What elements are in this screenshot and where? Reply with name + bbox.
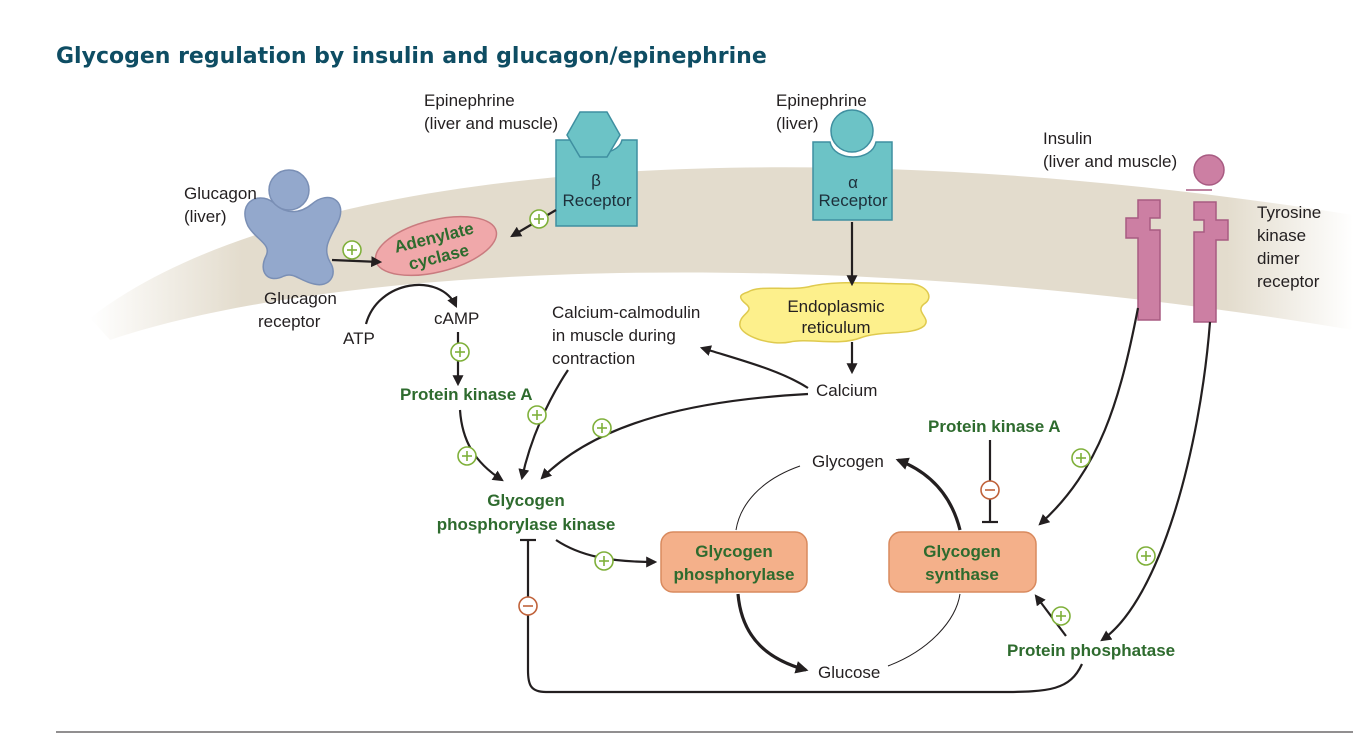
activation-marker bbox=[457, 446, 477, 466]
tyrosine-label-2: kinase bbox=[1257, 226, 1306, 245]
er-label-2: reticulum bbox=[802, 318, 871, 337]
inhibition-marker bbox=[518, 596, 538, 616]
atp-label: ATP bbox=[343, 329, 375, 348]
glucagon-receptor-label-1: Glucagon bbox=[264, 289, 337, 308]
activation-marker bbox=[450, 342, 470, 362]
glycogen-synthase-label-2: synthase bbox=[925, 565, 999, 584]
insulin-receptor-shape bbox=[1125, 154, 1229, 323]
calcium-calmodulin-label-2: in muscle during bbox=[552, 326, 676, 345]
tyrosine-label-3: dimer bbox=[1257, 249, 1300, 268]
epinephrine-alpha-label-2: (liver) bbox=[776, 114, 819, 133]
glucagon-receptor-label-2: receptor bbox=[258, 312, 321, 331]
diagram-title: Glycogen regulation by insulin and gluca… bbox=[56, 44, 767, 69]
gpk-label-1: Glycogen bbox=[487, 491, 564, 510]
epinephrine-hexagon bbox=[566, 111, 621, 158]
alpha-receptor-shape bbox=[812, 109, 893, 221]
camp-label: cAMP bbox=[434, 309, 479, 328]
glycogen-phosphorylase-label-2: phosphorylase bbox=[674, 565, 795, 584]
glucagon-label-2: (liver) bbox=[184, 207, 227, 226]
insulin-label-2: (liver and muscle) bbox=[1043, 152, 1177, 171]
beta-receptor-label: Receptor bbox=[563, 191, 632, 210]
insulin-circle bbox=[1193, 154, 1225, 186]
glucagon-label-1: Glucagon bbox=[184, 184, 257, 203]
calcium-calmodulin-label-1: Calcium-calmodulin bbox=[552, 303, 700, 322]
gpk-label-2: phosphorylase kinase bbox=[437, 515, 616, 534]
epinephrine-beta-label-2: (liver and muscle) bbox=[424, 114, 558, 133]
glycogen-synthase-box bbox=[888, 531, 1037, 593]
tyrosine-label-4: receptor bbox=[1257, 272, 1320, 291]
cell-membrane bbox=[90, 167, 1353, 340]
epinephrine-beta-label-1: Epinephrine bbox=[424, 91, 515, 110]
activation-marker bbox=[594, 551, 614, 571]
alpha-receptor-label: Receptor bbox=[819, 191, 888, 210]
epinephrine-alpha-label-1: Epinephrine bbox=[776, 91, 867, 110]
activation-marker bbox=[527, 405, 547, 425]
protein-kinase-a-label: Protein kinase A bbox=[400, 385, 533, 404]
endoplasmic-reticulum-shape bbox=[739, 281, 930, 344]
glucagon-receptor-shape bbox=[244, 169, 342, 286]
epinephrine-circle bbox=[830, 109, 874, 153]
activation-marker bbox=[1071, 448, 1091, 468]
glycogen-synthase-label-1: Glycogen bbox=[923, 542, 1000, 561]
protein-kinase-a-2-label: Protein kinase A bbox=[928, 417, 1061, 436]
protein-phosphatase-label: Protein phosphatase bbox=[1007, 641, 1175, 660]
activation-marker bbox=[529, 209, 549, 229]
glycogen-label: Glycogen bbox=[812, 452, 884, 471]
activation-marker bbox=[1136, 546, 1156, 566]
glycogen-phosphorylase-box bbox=[660, 531, 808, 593]
calcium-label: Calcium bbox=[816, 381, 877, 400]
glucose-label: Glucose bbox=[818, 663, 880, 682]
alpha-symbol: α bbox=[848, 173, 858, 192]
beta-symbol: β bbox=[591, 171, 601, 190]
er-label-1: Endoplasmic bbox=[787, 297, 885, 316]
inhibition-marker bbox=[980, 480, 1000, 500]
calcium-calmodulin-label-3: contraction bbox=[552, 349, 635, 368]
tyrosine-label-1: Tyrosine bbox=[1257, 203, 1321, 222]
insulin-label-1: Insulin bbox=[1043, 129, 1092, 148]
glucagon-ligand bbox=[268, 169, 310, 211]
activation-marker bbox=[342, 240, 362, 260]
activation-marker bbox=[1051, 606, 1071, 626]
beta-receptor-shape bbox=[555, 111, 638, 227]
glycogen-phosphorylase-label-1: Glycogen bbox=[695, 542, 772, 561]
activation-marker bbox=[592, 418, 612, 438]
